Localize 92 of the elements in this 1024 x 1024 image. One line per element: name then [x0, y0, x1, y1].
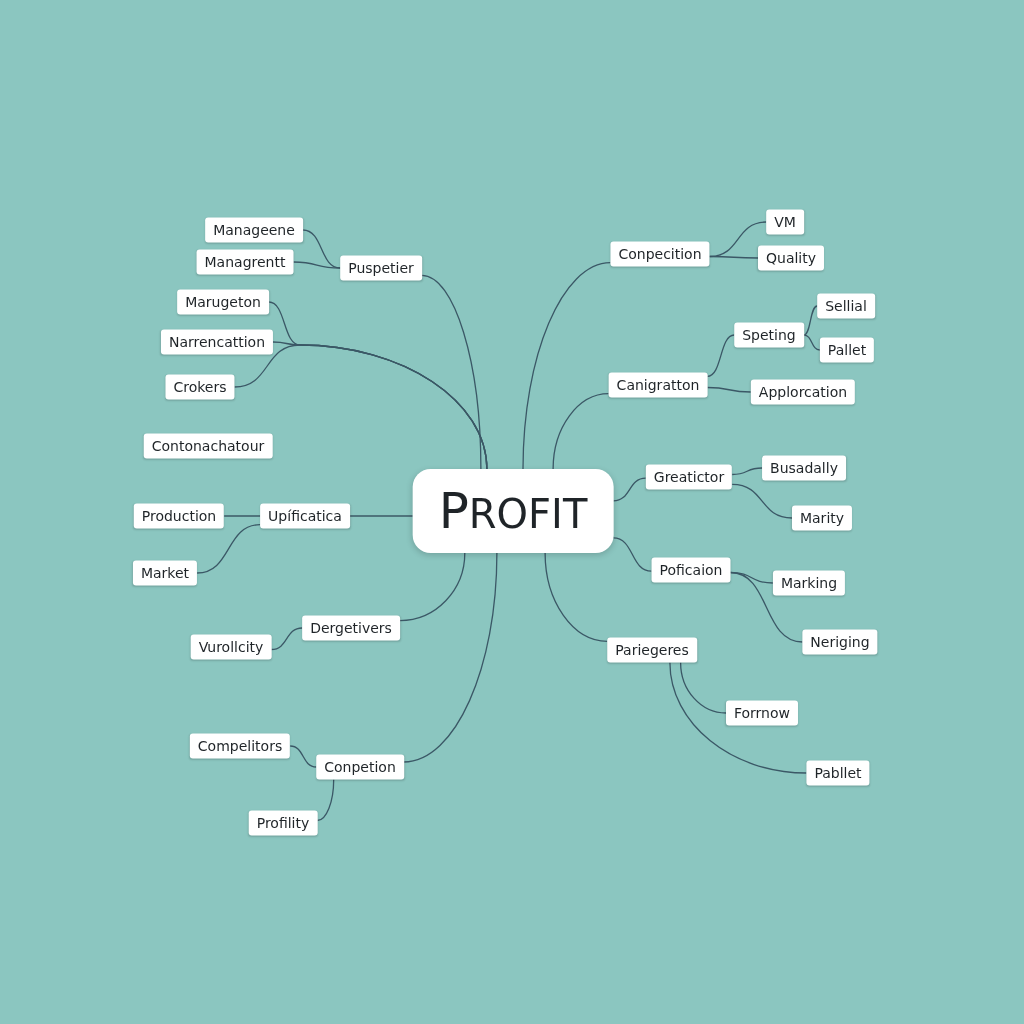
topic-label: Upíficatica	[268, 507, 342, 525]
topic-label: Sellial	[825, 297, 867, 315]
topic-box	[734, 322, 804, 348]
central-topic-box	[412, 469, 614, 553]
topic-box	[610, 241, 710, 267]
topic-box	[817, 293, 875, 319]
connector-line	[289, 745, 317, 768]
topic-label: Greatictor	[653, 468, 725, 486]
topic-box	[750, 379, 856, 405]
connector-line	[522, 262, 612, 470]
topic-label: Quality	[766, 249, 816, 267]
connector-line	[612, 537, 653, 572]
topic-label: Neriging	[810, 633, 870, 651]
connector-line	[803, 305, 818, 336]
topic-box	[802, 629, 878, 655]
connector-line	[399, 552, 466, 622]
topic-label: Managrentt	[204, 253, 286, 271]
topic-box	[196, 249, 294, 275]
connector-line	[612, 477, 647, 502]
topic-box	[177, 289, 269, 315]
topic-label: Compelitors	[197, 737, 283, 755]
connector-line	[421, 274, 482, 470]
topic-box	[133, 503, 225, 529]
topic-label: Pabllet	[814, 764, 862, 782]
connector-line	[679, 661, 727, 714]
topic-box	[189, 733, 291, 759]
topic-box	[791, 505, 853, 531]
connector-line	[729, 571, 804, 643]
topic-box	[762, 455, 846, 481]
topic-label: Applorcation	[758, 383, 848, 401]
connector-line	[708, 255, 759, 259]
topic-box	[758, 245, 824, 271]
topic-label: Pallet	[827, 341, 867, 359]
topic-label: Dergetivers	[310, 619, 392, 637]
topic-box	[260, 503, 350, 529]
topic-box	[645, 464, 733, 490]
topic-box	[819, 337, 875, 363]
connector-line	[316, 778, 335, 822]
topic-label: Conpecition	[618, 245, 702, 263]
central-topic-label: PROFIT	[438, 481, 588, 541]
topic-label: Marugeton	[185, 293, 261, 311]
topic-box	[340, 255, 422, 281]
topic-label: Production	[141, 507, 217, 525]
topic-label: Marking	[780, 574, 838, 592]
topic-box	[302, 615, 400, 641]
connector-line	[233, 344, 488, 470]
topic-label: Pariegeres	[615, 641, 689, 659]
topic-label: Conpetion	[324, 758, 396, 776]
topic-box	[607, 637, 697, 663]
connector-line	[349, 515, 414, 517]
topic-label: VM	[774, 213, 796, 231]
topic-box	[772, 570, 846, 596]
connector-line	[669, 661, 808, 774]
topic-label: Marity	[799, 509, 845, 527]
topic-label: Busadally	[770, 459, 838, 477]
topic-label: Manageene	[213, 221, 295, 239]
topic-label: Puspetier	[348, 259, 414, 277]
topic-box	[165, 374, 235, 400]
topic-box	[651, 557, 731, 583]
topic-label: Contonachatour	[151, 437, 265, 455]
connector-line	[292, 261, 341, 269]
topic-box	[143, 433, 273, 459]
topic-box	[190, 634, 272, 660]
topic-label: Vurollcity	[198, 638, 264, 656]
topic-label: Forrnow	[734, 704, 790, 722]
connector-line	[403, 552, 498, 763]
topic-box	[608, 372, 708, 398]
topic-label: Crokers	[173, 378, 227, 396]
topic-label: Poficaion	[659, 561, 723, 579]
connector-line	[803, 334, 821, 351]
topic-label: Speting	[742, 326, 796, 344]
topic-label: Market	[140, 564, 190, 582]
connector-line	[706, 386, 752, 393]
connector-line	[731, 483, 793, 519]
topic-box	[248, 810, 318, 836]
connector-line	[223, 515, 261, 517]
topic-label: Narrencattion	[168, 333, 266, 351]
connector-line	[731, 467, 763, 476]
topic-box	[205, 217, 303, 243]
connector-line	[544, 552, 608, 642]
topic-label: Profility	[256, 814, 310, 832]
topic-box	[132, 560, 198, 586]
connector-line	[270, 627, 303, 651]
topic-label: Canigratton	[616, 376, 700, 394]
topic-box	[806, 760, 870, 786]
topic-box	[726, 700, 798, 726]
topic-box	[316, 754, 404, 780]
connector-line	[706, 334, 735, 377]
connector-line	[196, 524, 261, 574]
connector-line	[552, 393, 610, 470]
topic-box	[160, 329, 274, 355]
topic-box	[766, 209, 804, 235]
